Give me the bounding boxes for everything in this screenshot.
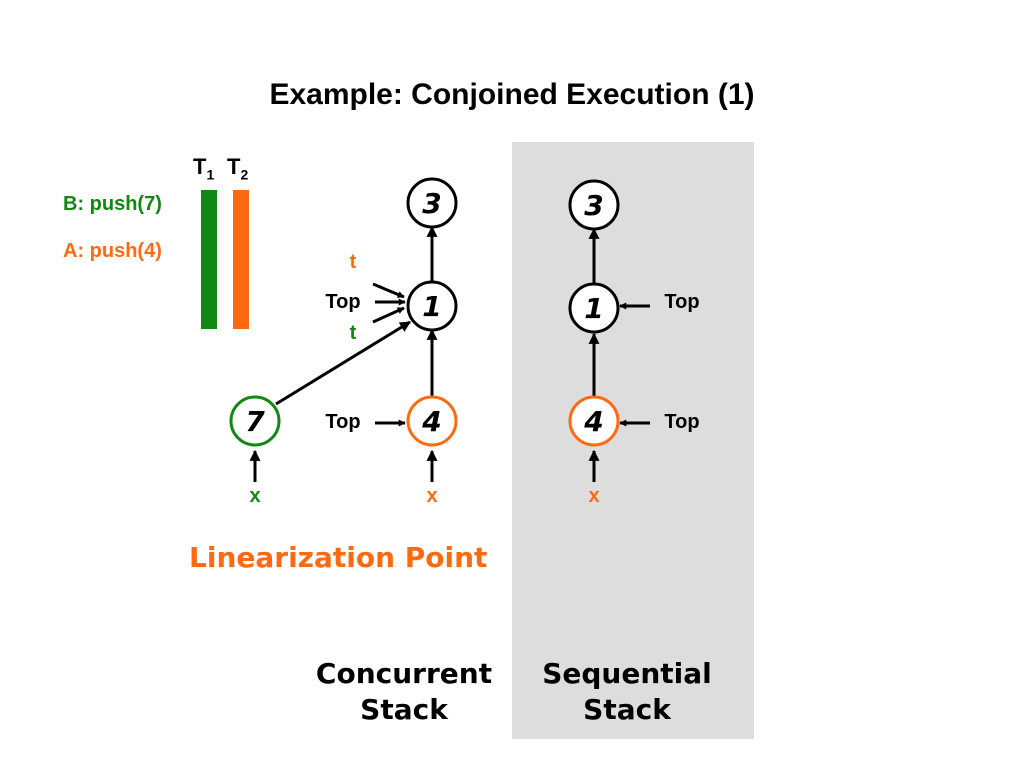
edge-7-to-1	[275, 320, 411, 406]
seq-label-top-lower: Top	[664, 411, 699, 433]
sequential-caption-line1: Sequential	[542, 657, 712, 690]
pointer-t-green	[372, 306, 405, 324]
linearization-point-label: Linearization Point	[189, 541, 488, 574]
node-4-concurrent: 4	[406, 395, 458, 447]
node-7-concurrent: 7	[229, 395, 281, 447]
sequential-panel	[512, 142, 754, 739]
label-top-upper: Top	[325, 291, 360, 313]
sequential-stack-caption: Sequential Stack	[517, 656, 737, 728]
label-t-orange: t	[350, 251, 357, 273]
concurrent-caption-line1: Concurrent	[315, 657, 493, 690]
pointer-t-orange	[372, 282, 405, 299]
thread-1-label: T1	[193, 154, 215, 183]
thread-1-bar	[201, 190, 217, 329]
sequential-caption-line2: Stack	[583, 693, 671, 726]
label-t-green: t	[350, 322, 357, 344]
seq-label-x-orange: x	[588, 485, 599, 507]
svg-text:7: 7	[245, 405, 265, 438]
svg-text:1: 1	[422, 290, 441, 323]
label-top-lower: Top	[325, 411, 360, 433]
node-1-sequential: 1	[568, 282, 620, 334]
op-b-label: B: push(7)	[63, 193, 162, 215]
node-3-sequential: 3	[568, 179, 620, 231]
slide-title: Example: Conjoined Execution (1)	[269, 78, 755, 111]
label-x-orange: x	[426, 485, 437, 507]
node-4-sequential: 4	[568, 395, 620, 447]
thread-2-label: T2	[227, 154, 249, 183]
svg-text:4: 4	[583, 405, 603, 438]
svg-text:1: 1	[584, 292, 603, 325]
node-3-concurrent: 3	[406, 177, 458, 229]
label-x-green: x	[249, 485, 260, 507]
concurrent-caption-line2: Stack	[360, 693, 448, 726]
svg-text:4: 4	[421, 405, 441, 438]
node-1-concurrent: 1	[406, 280, 458, 332]
seq-label-top-upper: Top	[664, 291, 699, 313]
concurrent-stack-caption: Concurrent Stack	[294, 656, 514, 728]
svg-text:3: 3	[584, 189, 603, 222]
svg-text:3: 3	[422, 187, 441, 220]
op-a-label: A: push(4)	[63, 240, 162, 262]
thread-2-bar	[233, 190, 249, 329]
